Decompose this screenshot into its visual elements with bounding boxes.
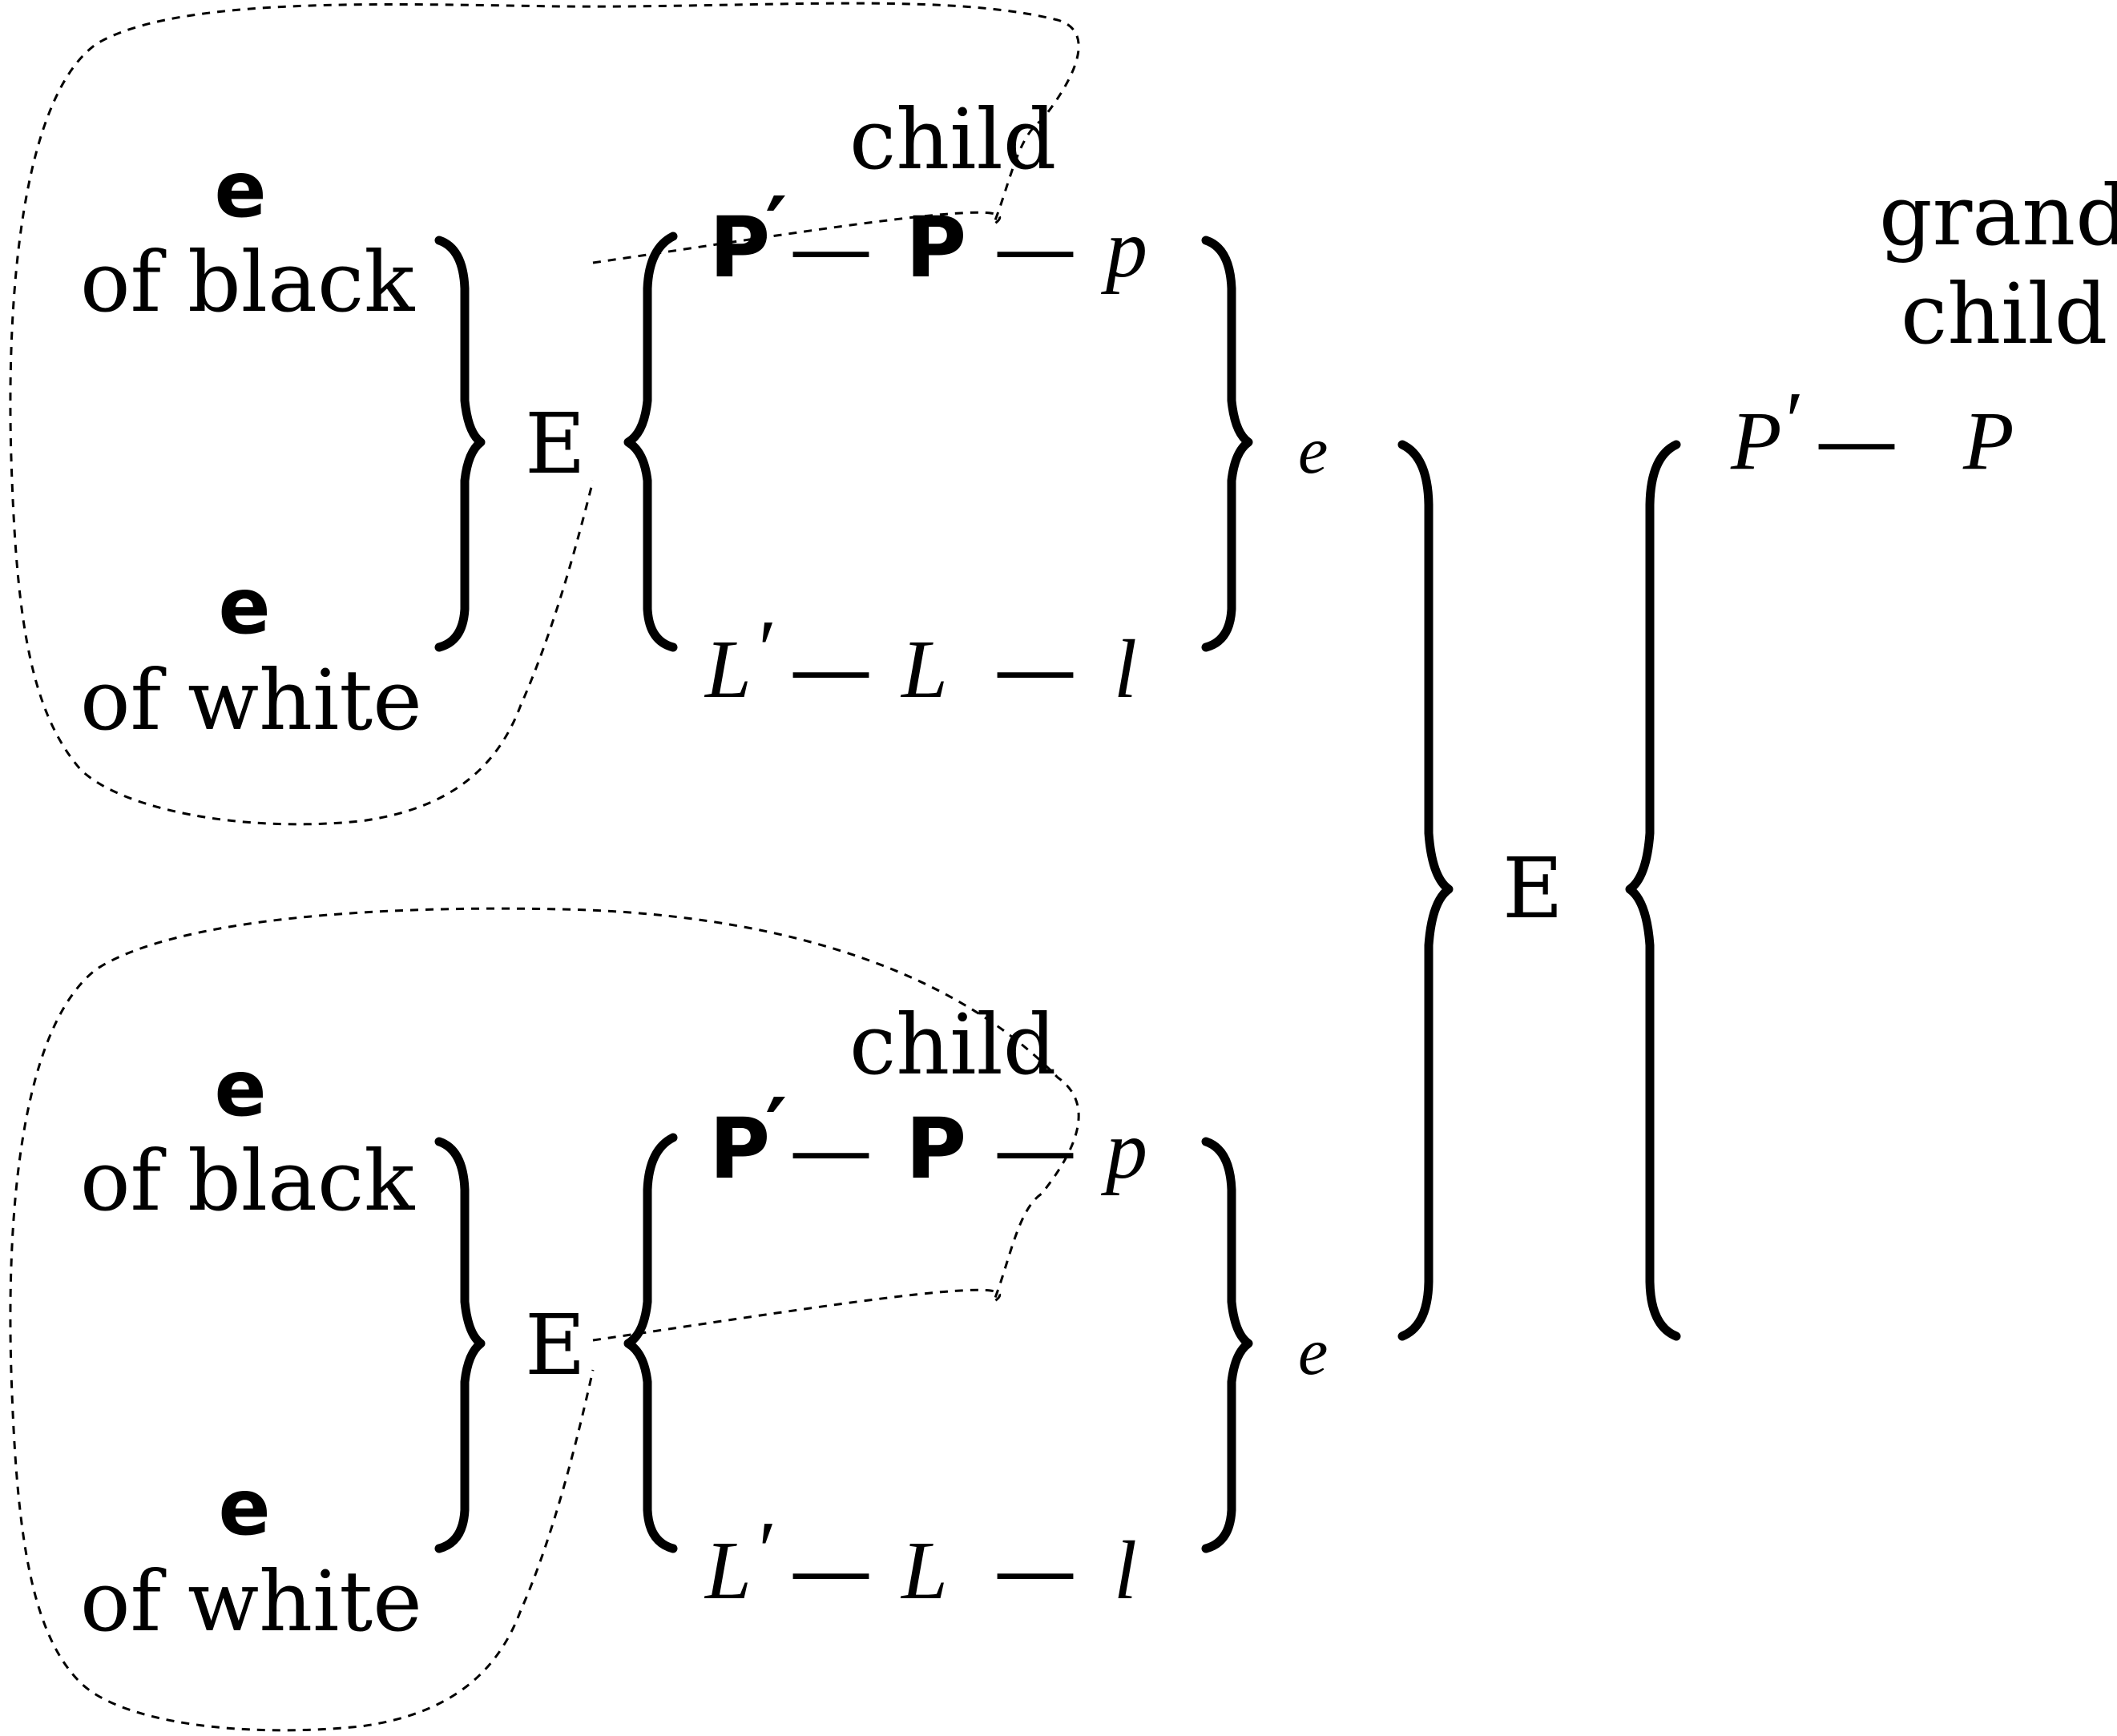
bottom-left-right-brace — [434, 1137, 486, 1553]
bottom-child-label: child — [849, 996, 1056, 1094]
bottom-p: p — [1100, 1104, 1147, 1196]
top-L-prime-mark: ′ — [753, 603, 773, 695]
bottom-e-white: e — [218, 1463, 270, 1553]
top-P-prime-mark: ′ — [765, 179, 787, 276]
top-L: L — [900, 623, 948, 715]
top-dashed-outline — [9, 2, 1080, 826]
top-E: E — [525, 395, 586, 493]
top-P-prime: P — [709, 199, 770, 296]
bottom-P: P — [905, 1100, 966, 1198]
bottom-L: L — [900, 1525, 948, 1617]
top-left-brace — [623, 232, 678, 652]
grandchild-P: P — [1962, 395, 2014, 487]
top-right-brace — [1201, 236, 1253, 652]
center-group: E — [1397, 440, 1681, 1341]
bottom-of-black: of black — [80, 1132, 415, 1230]
bottom-L-prime-mark: ′ — [753, 1504, 773, 1597]
grandchild-dash: — — [1815, 391, 1898, 489]
bottom-dashed-outline — [9, 907, 1080, 1732]
top-dash-2: — — [994, 199, 1077, 296]
top-of-black: of black — [80, 233, 415, 331]
bottom-left-brace — [623, 1133, 678, 1553]
top-of-white: of white — [80, 651, 422, 749]
center-left-brace — [1625, 440, 1681, 1341]
top-child-label: child — [849, 91, 1056, 188]
bottom-E: E — [525, 1296, 586, 1394]
top-dash-4: — — [994, 619, 1077, 717]
bottom-dash-1: — — [789, 1100, 873, 1198]
top-P: P — [905, 199, 966, 296]
bottom-e-out: e — [1298, 1315, 1328, 1389]
bottom-P-prime-mark: ′ — [765, 1080, 787, 1178]
grandchild-P-prime-mark: ′ — [1780, 375, 1800, 467]
grandchild-group: grand child P ′ — P — [1730, 167, 2117, 489]
center-E: E — [1502, 840, 1563, 937]
bottom-dash-4: — — [994, 1521, 1077, 1618]
top-left-right-brace — [434, 236, 486, 652]
top-block: e of black e of white E child P ′ — P — … — [9, 2, 1328, 826]
grandchild-label-grand: grand — [1879, 167, 2117, 264]
top-e-out: e — [1298, 413, 1328, 488]
top-p: p — [1100, 203, 1147, 295]
bottom-dash-3: — — [789, 1521, 873, 1618]
top-e-black: e — [214, 145, 266, 235]
bottom-right-brace — [1201, 1137, 1253, 1553]
top-e-white: e — [218, 562, 270, 651]
bottom-P-prime: P — [709, 1100, 770, 1198]
top-dash-1: — — [789, 199, 873, 296]
top-L-prime: L — [704, 623, 752, 715]
top-dash-3: — — [789, 619, 873, 717]
bottom-dash-2: — — [994, 1100, 1077, 1198]
bottom-block: e of black e of white E child P ′ — P — … — [9, 907, 1328, 1732]
bottom-e-black: e — [214, 1044, 266, 1134]
bottom-of-white: of white — [80, 1553, 422, 1650]
top-l: l — [1114, 623, 1137, 715]
grandchild-label-child: child — [1901, 265, 2107, 363]
bottom-l: l — [1114, 1525, 1137, 1617]
center-right-brace — [1397, 440, 1454, 1341]
bottom-L-prime: L — [704, 1525, 752, 1617]
grandchild-P-prime: P — [1730, 395, 1782, 487]
